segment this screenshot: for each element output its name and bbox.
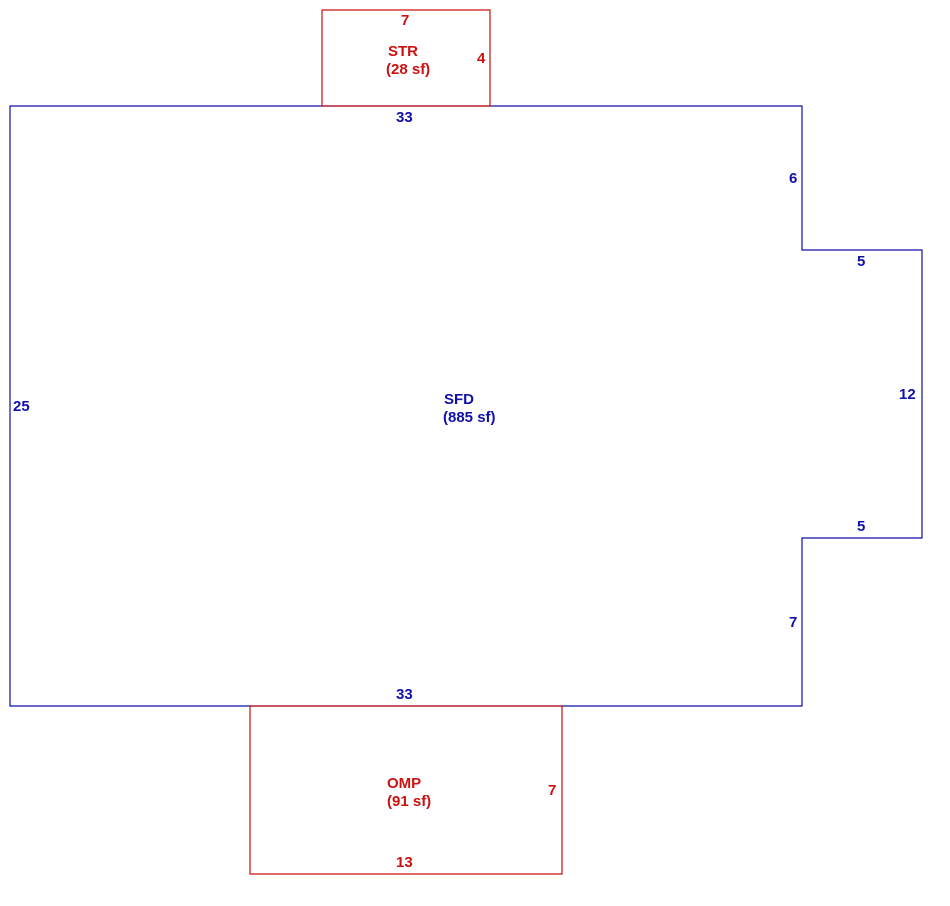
str-outline	[321, 9, 491, 107]
omp-outline	[249, 705, 563, 875]
omp-dim-bottom: 13	[396, 854, 413, 871]
sfd-dim-bump-bottom: 5	[857, 518, 865, 535]
sfd-name-label: SFD	[444, 391, 474, 408]
sfd-dim-bump-right: 12	[899, 386, 916, 403]
omp-dim-right: 7	[548, 782, 556, 799]
sfd-dim-right-lower: 7	[789, 614, 797, 631]
omp-name-label: OMP	[387, 775, 421, 792]
sfd-dim-left: 25	[13, 398, 30, 415]
sfd-size-label: (885 sf)	[443, 409, 496, 426]
sfd-dim-bump-top: 5	[857, 253, 865, 270]
str-dim-right: 4	[477, 50, 486, 67]
str-size-label: (28 sf)	[386, 61, 430, 78]
sfd-dim-right-upper: 6	[789, 170, 797, 187]
str-name-label: STR	[388, 43, 418, 60]
omp-size-label: (91 sf)	[387, 793, 431, 810]
sfd-dim-top: 33	[396, 109, 413, 126]
sfd-dim-bottom: 33	[396, 686, 413, 703]
str-dim-top: 7	[401, 12, 409, 29]
